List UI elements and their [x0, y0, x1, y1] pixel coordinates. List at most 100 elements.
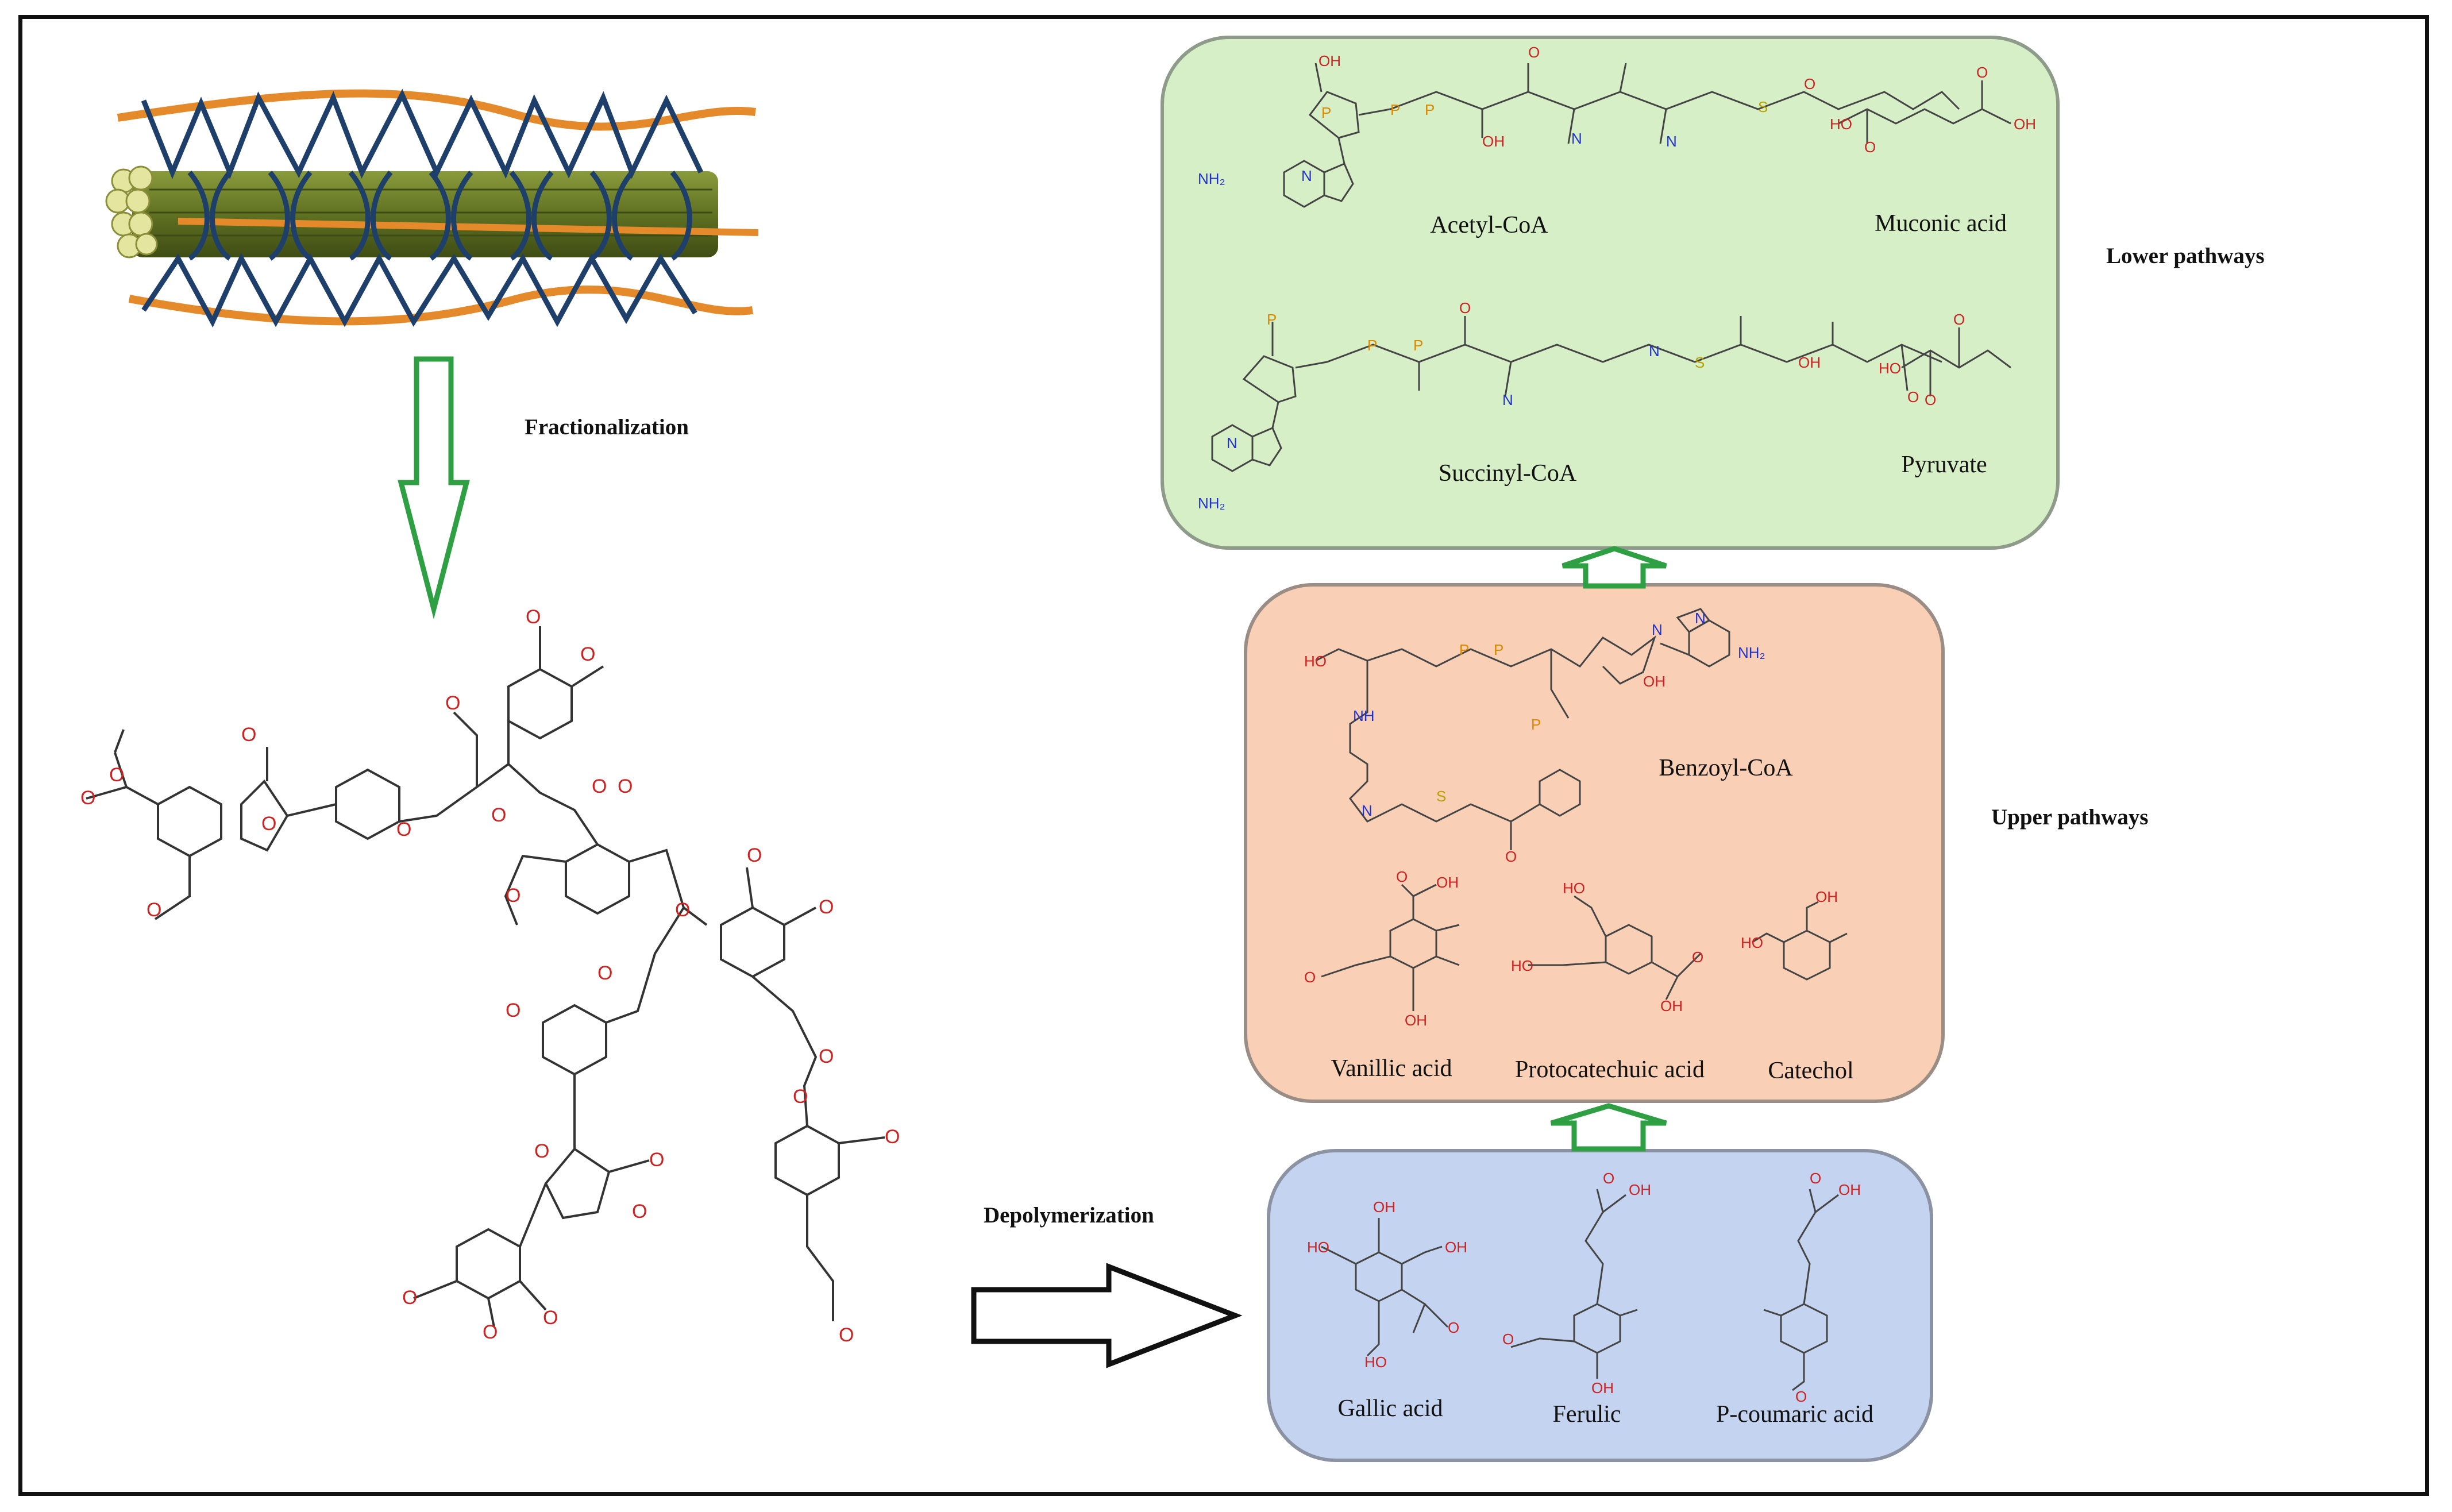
svg-text:NH₂: NH₂	[1198, 170, 1225, 187]
svg-text:O: O	[1953, 311, 1965, 328]
svg-text:HO: HO	[1511, 957, 1533, 974]
svg-text:OH: OH	[1798, 354, 1821, 371]
compound-label-benzoyl-coa: Benzoyl-CoA	[1659, 755, 1793, 781]
svg-text:O: O	[109, 764, 124, 786]
svg-text:N: N	[1695, 610, 1706, 627]
svg-text:OH: OH	[1591, 1379, 1614, 1397]
svg-text:O: O	[592, 776, 607, 797]
svg-text:O: O	[632, 1201, 647, 1222]
svg-text:O: O	[1505, 848, 1517, 865]
svg-text:O: O	[649, 1149, 664, 1171]
svg-text:HO: HO	[1364, 1353, 1387, 1371]
lignin-polymer-structure	[86, 626, 885, 1328]
svg-text:S: S	[1758, 98, 1768, 115]
down-arrow-icon	[398, 356, 470, 619]
svg-text:N: N	[1227, 434, 1237, 452]
compound-label-p-coumaric-acid: P-coumaric acid	[1715, 1401, 1874, 1428]
svg-text:O: O	[1795, 1388, 1807, 1405]
svg-text:N: N	[1571, 130, 1582, 147]
svg-text:OH: OH	[1405, 1012, 1427, 1029]
svg-text:P: P	[1321, 104, 1331, 121]
svg-text:OH: OH	[2014, 115, 2036, 133]
up-arrow-icon	[1562, 546, 1667, 589]
svg-text:N: N	[1362, 802, 1372, 819]
svg-text:O: O	[1907, 388, 1919, 406]
up-arrow-icon	[1550, 1103, 1667, 1152]
svg-text:N: N	[1502, 391, 1513, 408]
svg-text:O: O	[1864, 138, 1876, 156]
svg-text:P: P	[1494, 641, 1503, 658]
svg-text:O: O	[1692, 948, 1703, 966]
svg-text:O: O	[1502, 1330, 1514, 1348]
svg-text:NH₂: NH₂	[1738, 644, 1765, 661]
svg-text:O: O	[146, 899, 161, 921]
svg-text:O: O	[445, 692, 460, 714]
fractionalization-label: Fractionalization	[525, 415, 689, 439]
svg-text:N: N	[1652, 621, 1663, 638]
compound-label-ferulic: Ferulic	[1552, 1401, 1621, 1428]
svg-text:O: O	[1925, 391, 1936, 408]
molecule-structure	[1211, 63, 2011, 1391]
svg-text:O: O	[1304, 969, 1316, 986]
svg-text:NH₂: NH₂	[1198, 495, 1225, 512]
svg-text:O: O	[793, 1086, 808, 1108]
compound-label-succinyl-coa: Succinyl-CoA	[1438, 460, 1577, 487]
svg-text:O: O	[261, 813, 276, 835]
svg-text:O: O	[543, 1307, 558, 1329]
compound-label-acetyl-coa: Acetyl-CoA	[1430, 212, 1548, 238]
svg-text:N: N	[1666, 133, 1677, 150]
right-arrow-icon	[971, 1263, 1243, 1368]
svg-text:O: O	[1448, 1319, 1459, 1336]
svg-text:P: P	[1413, 337, 1423, 354]
svg-text:OH: OH	[1629, 1181, 1651, 1198]
svg-text:O: O	[491, 804, 506, 826]
svg-text:OH: OH	[1482, 133, 1505, 150]
svg-text:OH: OH	[1643, 673, 1665, 690]
svg-text:O: O	[1396, 868, 1408, 885]
svg-text:O: O	[597, 962, 612, 984]
svg-text:O: O	[618, 776, 633, 797]
compound-label-protocatechuic-acid: Protocatechuic acid	[1514, 1056, 1705, 1083]
svg-text:O: O	[580, 643, 595, 665]
svg-text:O: O	[747, 844, 762, 866]
svg-text:O: O	[885, 1126, 900, 1148]
lower-pathways-label: Lower pathways	[2106, 244, 2265, 268]
svg-text:NH: NH	[1353, 707, 1375, 724]
svg-text:HO: HO	[1307, 1239, 1329, 1256]
svg-text:P: P	[1367, 337, 1377, 354]
upper-pathways-box	[1244, 583, 1945, 1103]
svg-text:HO: HO	[1830, 115, 1852, 133]
svg-text:O: O	[819, 896, 834, 918]
compound-label-vanillic-acid: Vanillic acid	[1331, 1055, 1452, 1082]
svg-text:O: O	[839, 1324, 854, 1346]
svg-text:O: O	[1804, 75, 1815, 92]
depolymerization-label: Depolymerization	[984, 1203, 1154, 1228]
svg-text:O: O	[534, 1140, 549, 1162]
svg-text:O: O	[396, 819, 411, 840]
figure-frame	[18, 15, 2429, 1496]
svg-text:OH: OH	[1660, 997, 1683, 1015]
svg-text:O: O	[1810, 1170, 1821, 1187]
svg-text:HO: HO	[1563, 880, 1585, 897]
compound-label-gallic-acid: Gallic acid	[1337, 1395, 1443, 1422]
svg-text:P: P	[1459, 641, 1469, 658]
compound-label-pyruvate: Pyruvate	[1901, 452, 1987, 478]
compound-label-muconic-acid: Muconic acid	[1875, 210, 2007, 237]
svg-text:OH: OH	[1436, 874, 1459, 891]
svg-text:O: O	[675, 899, 690, 921]
svg-text:S: S	[1436, 788, 1446, 805]
svg-text:O: O	[1528, 44, 1540, 61]
svg-text:HO: HO	[1304, 653, 1327, 670]
svg-text:O: O	[526, 606, 541, 628]
svg-text:P: P	[1267, 311, 1277, 328]
lignocellulose-fiber-icon	[105, 88, 759, 328]
svg-text:OH: OH	[1318, 52, 1341, 70]
svg-text:P: P	[1531, 716, 1541, 733]
svg-text:HO: HO	[1879, 360, 1901, 377]
svg-text:O: O	[1603, 1170, 1614, 1187]
svg-text:O: O	[402, 1287, 417, 1309]
svg-text:O: O	[1976, 64, 1988, 81]
svg-text:OH: OH	[1815, 888, 1838, 905]
svg-text:O: O	[506, 885, 521, 907]
